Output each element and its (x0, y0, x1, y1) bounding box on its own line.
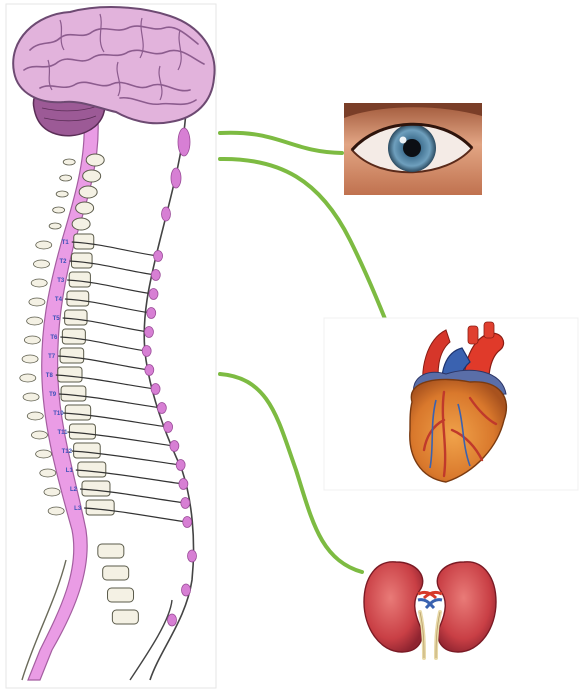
vertebra-body (74, 443, 101, 458)
spinous-process (31, 431, 47, 439)
sacral-vertebra (108, 588, 134, 602)
sacral-ganglion (182, 584, 191, 596)
ganglion (149, 289, 158, 300)
vertebra-label: T10 (53, 411, 64, 417)
sacral-vertebra (103, 566, 129, 580)
ganglion (170, 441, 179, 452)
spinous-process (31, 279, 47, 287)
spinous-process (48, 507, 64, 515)
vertebra-body (82, 481, 110, 496)
eye-image (344, 103, 482, 195)
spinous-process (44, 488, 60, 496)
vertebra-body (71, 253, 92, 268)
vertebra-label: T1 (62, 240, 70, 246)
spinous-process (27, 412, 43, 420)
spinous-process (29, 298, 45, 306)
cervical-vertebra (83, 170, 101, 182)
cervical-ganglion (178, 128, 190, 156)
vertebra-body (65, 310, 87, 325)
cervical-process (53, 207, 65, 213)
spinous-process (36, 450, 52, 458)
cervical-process (63, 159, 75, 165)
vertebra-body (62, 329, 85, 344)
vessel-top-1 (468, 326, 478, 344)
vessel-top-2 (484, 322, 494, 338)
vertebra-body (58, 367, 82, 382)
cervical-process (60, 175, 72, 181)
ganglion (151, 270, 160, 281)
ganglion (176, 460, 185, 471)
kidneys-image (364, 562, 496, 658)
vertebra-label: T9 (49, 392, 57, 398)
vertebra-body (67, 291, 89, 306)
ganglion (179, 479, 188, 490)
spinous-process (33, 260, 49, 268)
ganglion (144, 327, 153, 338)
vertebra-body (86, 500, 114, 515)
ganglion (151, 384, 160, 395)
left-kidney (364, 562, 423, 652)
vertebra-label: L3 (74, 506, 82, 512)
ganglion (181, 498, 190, 509)
vertebra-body (69, 424, 95, 439)
ganglion (154, 251, 163, 262)
cervical-ganglion (171, 168, 181, 188)
vertebra-label: T2 (59, 259, 67, 265)
cervical-process (49, 223, 61, 229)
right-kidney (437, 562, 496, 652)
vertebra-label: T8 (46, 373, 54, 379)
ganglion (147, 308, 156, 319)
ganglion (164, 422, 173, 433)
cervical-vertebra (79, 186, 97, 198)
spinous-process (23, 393, 39, 401)
ganglion (157, 403, 166, 414)
vertebra-body (74, 234, 94, 249)
vertebra-label: T4 (55, 297, 63, 303)
sacral-vertebra (98, 544, 124, 558)
cervical-vertebra (72, 218, 90, 230)
heart-image (324, 318, 578, 490)
vertebra-body (69, 272, 90, 287)
vertebra-body (61, 386, 86, 401)
vertebra-body (65, 405, 90, 420)
spinous-process (40, 469, 56, 477)
vertebra-label: T12 (62, 449, 73, 455)
cervical-process (56, 191, 68, 197)
vertebra-label: T5 (53, 316, 61, 322)
spinous-process (22, 355, 38, 363)
vertebra-label: T11 (57, 430, 68, 436)
vertebra-label: L2 (70, 487, 78, 493)
spinous-process (36, 241, 52, 249)
connector-eye (220, 133, 342, 153)
sacral-vertebra (112, 610, 138, 624)
vertebra-label: T6 (50, 335, 58, 341)
eye-highlight (400, 137, 407, 144)
sacral-ganglion (188, 550, 197, 562)
spinous-process (27, 317, 43, 325)
vertebra-label: T3 (57, 278, 65, 284)
cervical-ganglion (162, 207, 171, 221)
vertebra-body (60, 348, 84, 363)
ganglion (142, 346, 151, 357)
ganglion (145, 365, 154, 376)
spinous-process (24, 336, 40, 344)
cervical-vertebra (76, 202, 94, 214)
spinous-process (20, 374, 36, 382)
vertebra-body (78, 462, 106, 477)
cervical-vertebra (86, 154, 104, 166)
ganglion (183, 517, 192, 528)
vertebra-label: T7 (48, 354, 56, 360)
vertebra-label: L1 (66, 468, 74, 474)
sacral-ganglion (168, 614, 177, 626)
